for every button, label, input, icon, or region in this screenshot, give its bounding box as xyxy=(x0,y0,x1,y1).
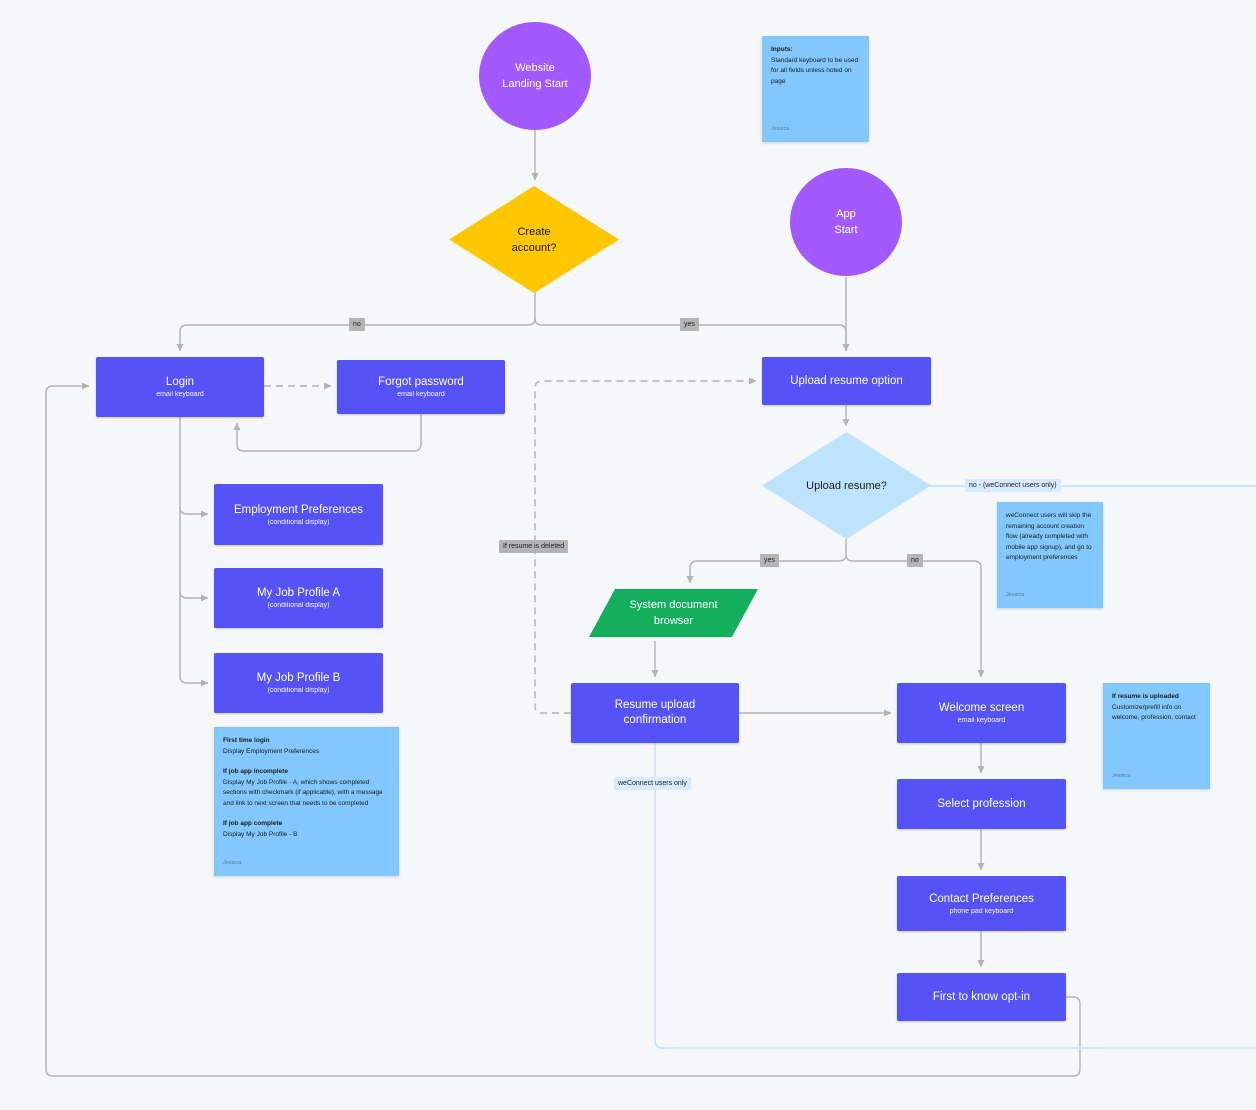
employment-preferences-title: Employment Preferences xyxy=(233,503,364,516)
sticky-note-inputs-author: Jessica xyxy=(771,125,790,132)
edge-login-to-employment xyxy=(179,417,209,518)
sticky-note-weconnect[interactable]: weConnect users will skip the remaining … xyxy=(997,502,1103,608)
sticky-note-resume-uploaded[interactable]: If resume is uploaded Customize/prefill … xyxy=(1103,683,1210,789)
sticky-note-resume-uploaded-author: Jessica xyxy=(1112,772,1131,779)
job-profile-a-node[interactable]: My Job Profile A (conditional display) xyxy=(214,568,383,628)
forgot-password-subtitle: email keyboard xyxy=(397,391,445,398)
forgot-password-node[interactable]: Forgot password email keyboard xyxy=(337,360,505,414)
app-start-node[interactable]: App Start xyxy=(790,168,902,276)
upload-resume-decision[interactable]: Upload resume? xyxy=(762,432,931,539)
sticky-note-weconnect-author: Jessica xyxy=(1006,591,1025,598)
sticky-note-login-logic-text-2: Display My Job Profile - A, which shows … xyxy=(223,778,383,807)
welcome-screen-title: Welcome screen xyxy=(938,702,1025,714)
resume-upload-confirmation-node[interactable]: Resume upload confirmation xyxy=(571,683,739,743)
website-landing-start-label: Website Landing Start xyxy=(502,62,568,90)
sticky-note-login-logic-heading-3: If job app complete xyxy=(223,820,283,827)
upload-resume-option-node[interactable]: Upload resume option xyxy=(762,357,931,405)
contact-preferences-node[interactable]: Contact Preferences phone pad keyboard xyxy=(897,876,1066,931)
app-start-label: App Start xyxy=(834,208,858,236)
welcome-screen-subtitle: email keyboard xyxy=(957,717,1006,724)
sticky-note-resume-uploaded-text: Customize/prefill info on welcome, profe… xyxy=(1112,703,1196,722)
sticky-note-resume-uploaded-heading: If resume is uploaded xyxy=(1112,693,1179,700)
create-account-diamond-shape xyxy=(449,186,619,293)
edge-label-no-upload: no xyxy=(907,554,923,567)
job-profile-b-title: My Job Profile B xyxy=(256,672,341,684)
edge-weconnect-branch-confirmation xyxy=(654,743,1256,1049)
first-to-know-optin-title: First to know opt-in xyxy=(932,990,1031,1003)
edge-login-to-profile-b xyxy=(179,591,209,687)
sticky-note-login-logic-text-1: Display Employment Preferences xyxy=(223,747,320,755)
create-account-decision[interactable]: Create account? xyxy=(449,186,619,293)
resume-upload-confirmation-title: Resume upload confirmation xyxy=(614,699,696,726)
sticky-note-login-logic-heading-2: If job app incomplete xyxy=(223,768,289,775)
sticky-note-inputs-text: Standard keyboard to be used for all fie… xyxy=(771,56,859,85)
edge-optin-return-to-login xyxy=(45,382,1081,1077)
edge-label-no-weconnect: no - (weConnect users only) xyxy=(965,479,1061,492)
sticky-note-login-logic-text-3: Display My Job Profile - B xyxy=(223,830,298,838)
job-profile-b-subtitle: (conditional display) xyxy=(267,687,330,694)
edge-decision-no-to-welcome xyxy=(845,553,985,678)
select-profession-title: Select profession xyxy=(937,797,1026,810)
edge-login-to-profile-a xyxy=(179,507,209,602)
welcome-screen-node[interactable]: Welcome screen email keyboard xyxy=(897,683,1066,743)
select-profession-node[interactable]: Select profession xyxy=(897,779,1066,829)
job-profile-a-title: My Job Profile A xyxy=(256,587,341,599)
contact-preferences-title: Contact Preferences xyxy=(929,892,1034,905)
system-document-browser-parallelogram-shape xyxy=(589,589,758,637)
edge-label-yes-upload: yes xyxy=(760,554,779,567)
edge-forgot-to-login xyxy=(233,414,422,452)
login-title: Login xyxy=(165,376,195,388)
edge-label-weconnect-only: weConnect users only xyxy=(614,777,691,790)
sticky-note-inputs[interactable]: Inputs: Standard keyboard to be used for… xyxy=(762,36,869,142)
upload-resume-label: Upload resume? xyxy=(806,479,887,492)
forgot-password-title: Forgot password xyxy=(378,376,464,388)
contact-preferences-subtitle: phone pad keyboard xyxy=(949,907,1014,915)
edge-label-yes-create: yes xyxy=(680,318,699,331)
sticky-note-inputs-heading: Inputs: xyxy=(771,46,793,53)
sticky-note-login-logic-author: Jessica xyxy=(223,859,242,866)
job-profile-a-subtitle: (conditional display) xyxy=(267,602,330,609)
upload-resume-diamond-shape xyxy=(762,432,931,539)
create-account-label: Create account? xyxy=(511,225,557,254)
website-landing-start-node[interactable]: Website Landing Start xyxy=(479,22,591,130)
system-document-browser-node[interactable]: System document browser xyxy=(589,589,758,637)
employment-preferences-subtitle: (conditional display) xyxy=(267,518,330,526)
sticky-note-login-logic[interactable]: First time login Display Employment Pref… xyxy=(214,727,399,876)
edge-label-resume-deleted: If resume is deleted xyxy=(499,540,569,553)
login-node[interactable]: Login email keyboard xyxy=(96,357,264,417)
job-profile-b-node[interactable]: My Job Profile B (conditional display) xyxy=(214,653,383,713)
login-subtitle: email keyboard xyxy=(156,391,204,398)
edge-label-no-create: no xyxy=(349,318,365,331)
first-to-know-optin-node[interactable]: First to know opt-in xyxy=(897,973,1066,1021)
edge-resume-deleted-loop xyxy=(534,377,757,714)
system-document-browser-label: System document browser xyxy=(629,599,718,627)
sticky-note-login-logic-heading-1: First time login xyxy=(223,737,270,744)
upload-resume-option-title: Upload resume option xyxy=(790,374,903,387)
sticky-note-weconnect-text: weConnect users will skip the remaining … xyxy=(1006,512,1092,561)
employment-preferences-node[interactable]: Employment Preferences (conditional disp… xyxy=(214,484,383,545)
